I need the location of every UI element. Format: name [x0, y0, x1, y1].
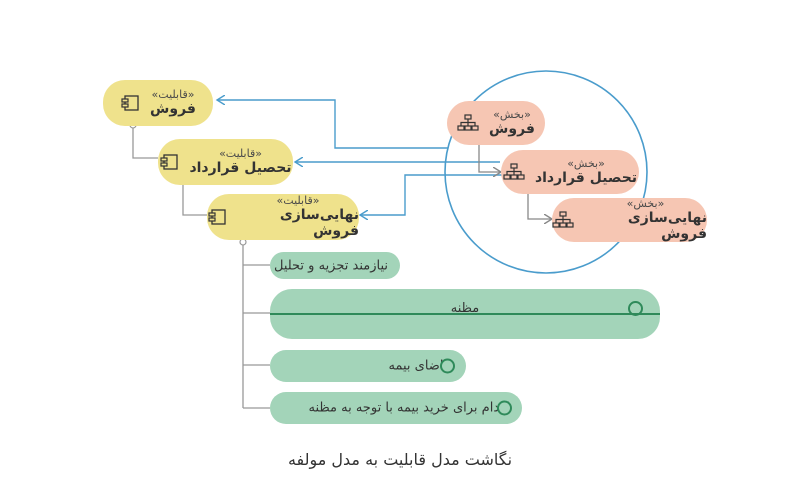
capability-contract-acquisition[interactable]: «قابلیت» تحصیل قرارداد [158, 139, 293, 185]
process-purchase-action[interactable]: اقدام برای خرید بیمه با توجه به مظنه [270, 392, 522, 424]
process-label: تقاضای بیمه [388, 358, 455, 374]
process-label: مظنه [450, 301, 480, 316]
sec-tree-link-2 [527, 194, 552, 219]
capability-name: نهایی‌سازی فروش [279, 207, 359, 240]
component-icon [120, 94, 140, 112]
section-sales-finalization[interactable]: «بخش» نهایی‌سازی فروش [552, 196, 707, 243]
process-quote[interactable]: مظنه [270, 289, 660, 339]
figure-caption: نگاشت مدل قابلیت به مدل مولفه [287, 450, 513, 469]
capability-sales[interactable]: «قابلیت» فروش [103, 80, 213, 126]
cap-tree-link-1 [132, 125, 158, 159]
org-chart-icon [503, 163, 525, 181]
section-sales[interactable]: «بخش» فروش [447, 101, 545, 145]
org-chart-icon [552, 211, 574, 229]
section-stereotype: «بخش» [626, 196, 665, 210]
section-name: فروش [489, 121, 535, 138]
capability-stereotype: «قابلیت» [151, 87, 195, 101]
process-insurance-request[interactable]: تقاضای بیمه [270, 350, 466, 382]
section-name: تحصیل قرارداد [534, 170, 638, 187]
cap-tree-link-2 [182, 181, 207, 216]
capability-name: فروش [150, 101, 196, 118]
process-divider [270, 313, 660, 315]
capability-sales-finalization[interactable]: «قابلیت» نهایی‌سازی فروش [207, 194, 359, 240]
section-contract-acquisition[interactable]: «بخش» تحصیل قرارداد [501, 150, 639, 194]
process-label: نیازمند تجزیه و تحلیل [273, 258, 388, 273]
capability-name: تحصیل قرارداد [189, 160, 292, 177]
process-needs-analysis[interactable]: نیازمند تجزیه و تحلیل [270, 252, 400, 279]
section-stereotype: «بخش» [493, 107, 531, 121]
capability-stereotype: «قابلیت» [219, 146, 262, 160]
capability-stereotype: «قابلیت» [276, 193, 320, 207]
org-chart-icon [457, 114, 479, 132]
event-circle-icon [497, 400, 512, 416]
mapping-arrow-finalize [360, 174, 553, 215]
process-label: اقدام برای خرید بیمه با توجه به مظنه [308, 400, 510, 416]
event-circle-icon [628, 301, 643, 316]
component-icon [159, 153, 179, 171]
mapping-arrow-sales [217, 100, 448, 149]
event-circle-icon [440, 358, 455, 374]
section-name: نهایی‌سازی فروش [627, 210, 707, 243]
sec-tree-link-1 [478, 145, 501, 172]
section-group-circle [444, 70, 648, 274]
section-stereotype: «بخش» [567, 156, 605, 170]
component-icon [207, 208, 227, 226]
